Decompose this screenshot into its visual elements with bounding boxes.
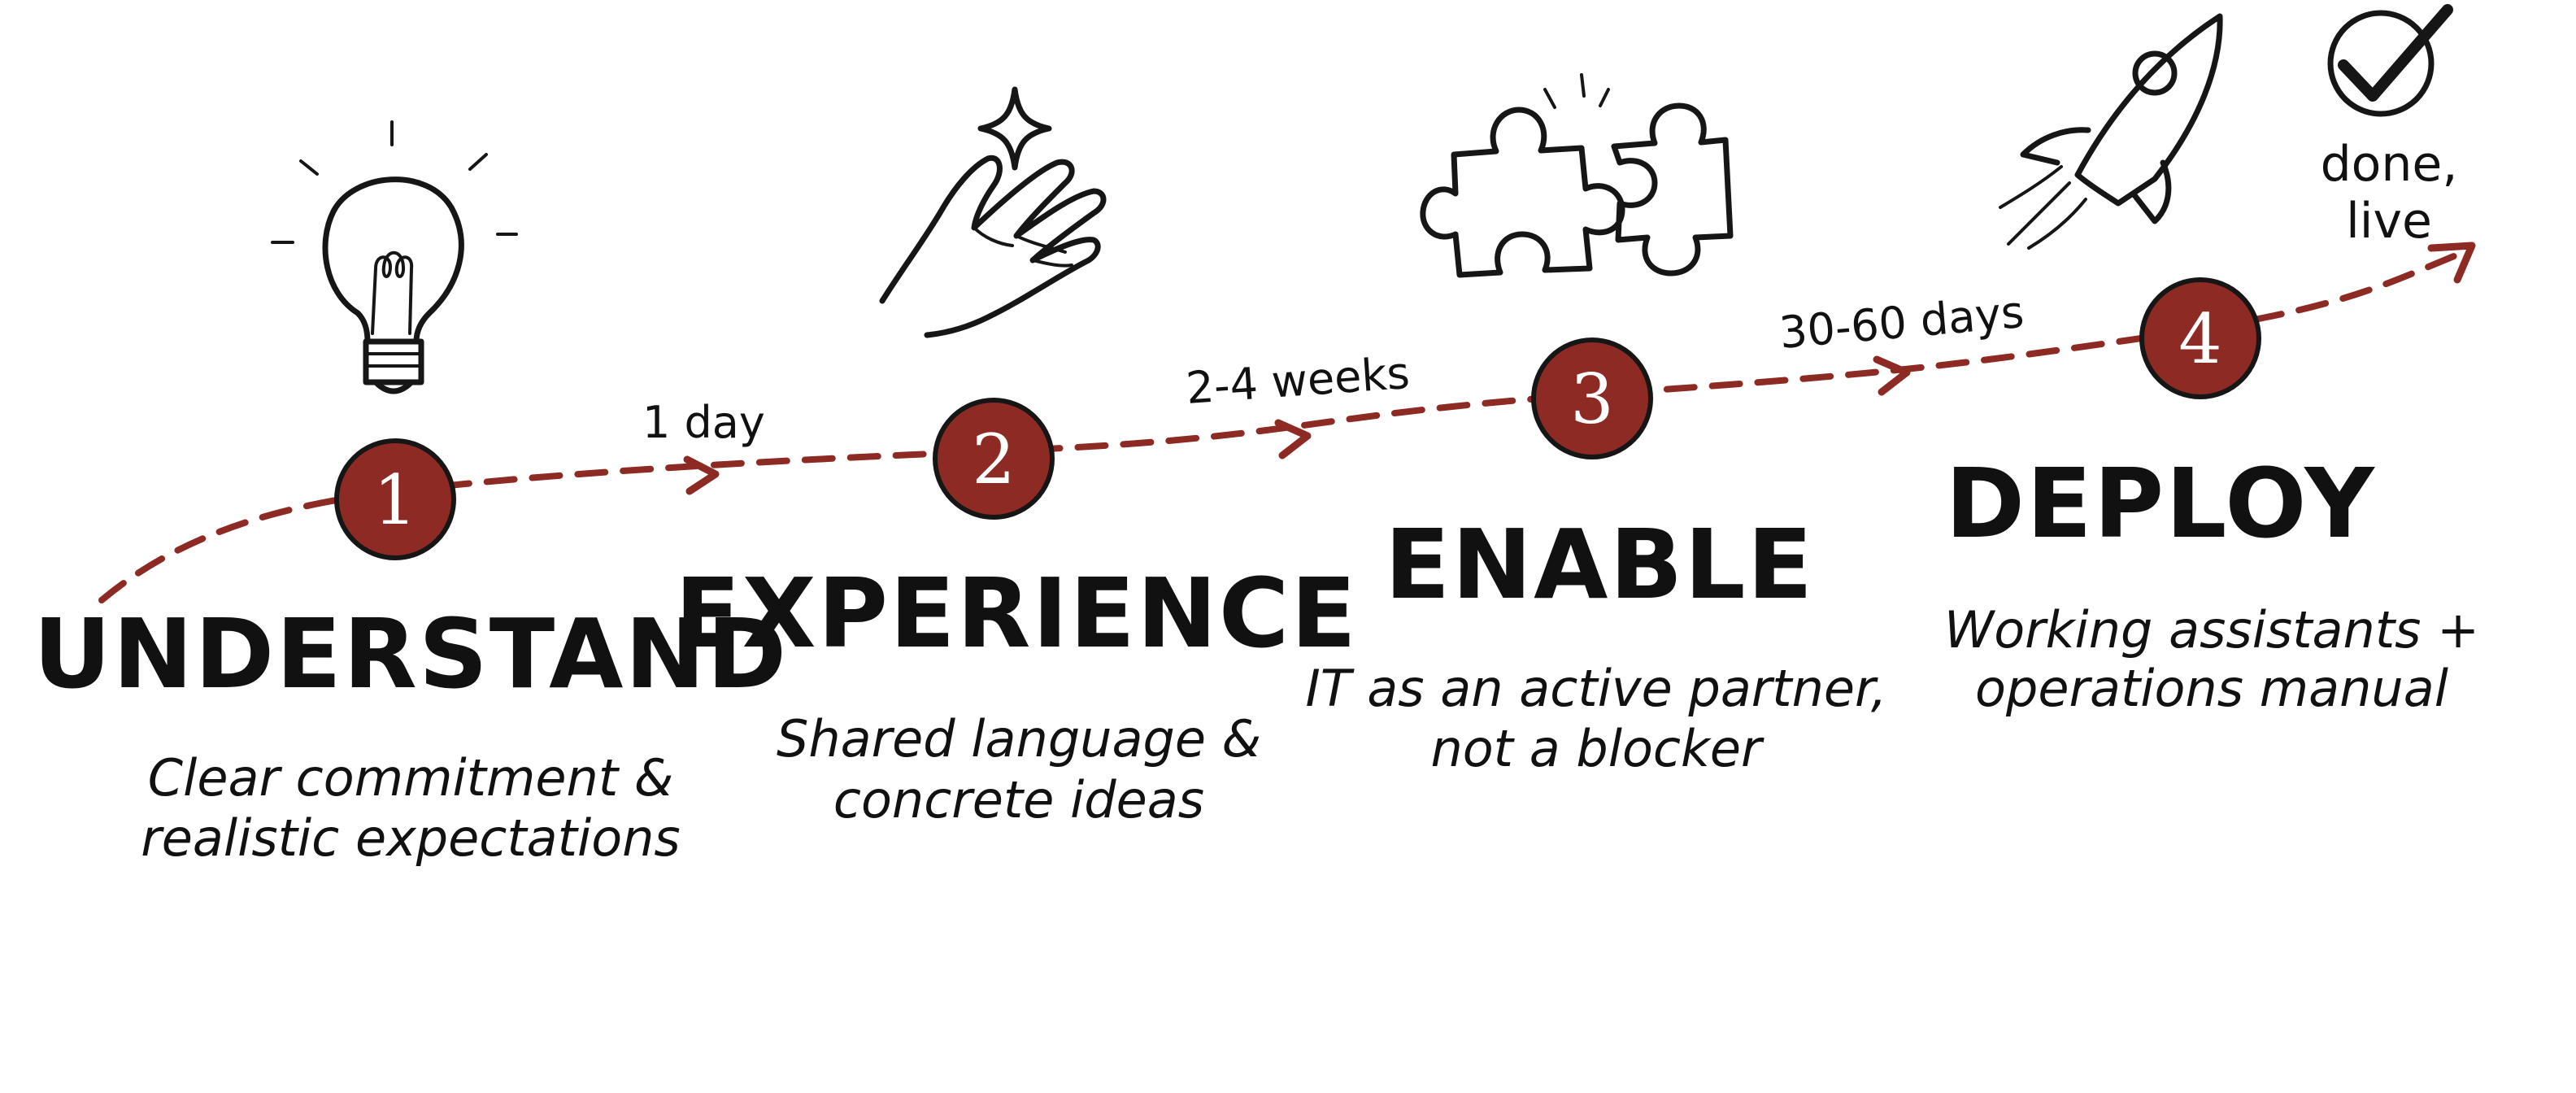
step-desc-2-line2: concrete ideas <box>833 770 1204 830</box>
arrowhead-end <box>2427 242 2476 284</box>
step-marker-3: 3 <box>1531 337 1653 459</box>
arrowhead-2 <box>1274 419 1312 459</box>
arrowhead-1 <box>683 455 720 495</box>
step-number-3: 3 <box>1570 359 1613 439</box>
duration-label-1: 1 day <box>642 397 765 448</box>
step-title-3: ENABLE <box>1385 508 1814 621</box>
step-desc-1-line1: Clear commitment & <box>148 748 673 808</box>
step-number-2: 2 <box>972 420 1015 499</box>
end-marker-line1: done, <box>2321 136 2458 193</box>
step-title-4: DEPLOY <box>1945 447 2376 560</box>
hand-sparkle-icon <box>879 86 1107 338</box>
rocket-icon <box>1999 13 2223 250</box>
step-title-1: UNDERSTAND <box>33 598 788 710</box>
step-marker-4: 4 <box>2139 277 2261 399</box>
end-marker-line2: live <box>2346 193 2432 250</box>
step-desc-2-line1: Shared language & <box>777 709 1261 769</box>
duration-label-3: 30-60 days <box>1778 286 2026 359</box>
step-desc-1-line2: realistic expectations <box>141 808 681 868</box>
step-title-2: EXPERIENCE <box>675 557 1358 669</box>
step-marker-1: 1 <box>334 438 456 560</box>
lightbulb-icon <box>271 120 518 394</box>
step-desc-4-line1: Working assistants + <box>1944 600 2479 660</box>
step-number-4: 4 <box>2178 299 2221 379</box>
step-desc-3-line2: not a blocker <box>1430 719 1764 778</box>
step-marker-2: 2 <box>933 398 1055 520</box>
arrowhead-3 <box>1873 355 1911 396</box>
step-desc-3-line1: IT as an active partner, <box>1305 659 1886 718</box>
checkmark-circle-icon <box>2327 4 2453 117</box>
step-desc-4-line2: operations manual <box>1975 659 2448 718</box>
duration-label-2: 2-4 weeks <box>1185 347 1412 414</box>
step-number-1: 1 <box>373 460 416 540</box>
puzzle-pieces-icon <box>1420 73 1734 278</box>
